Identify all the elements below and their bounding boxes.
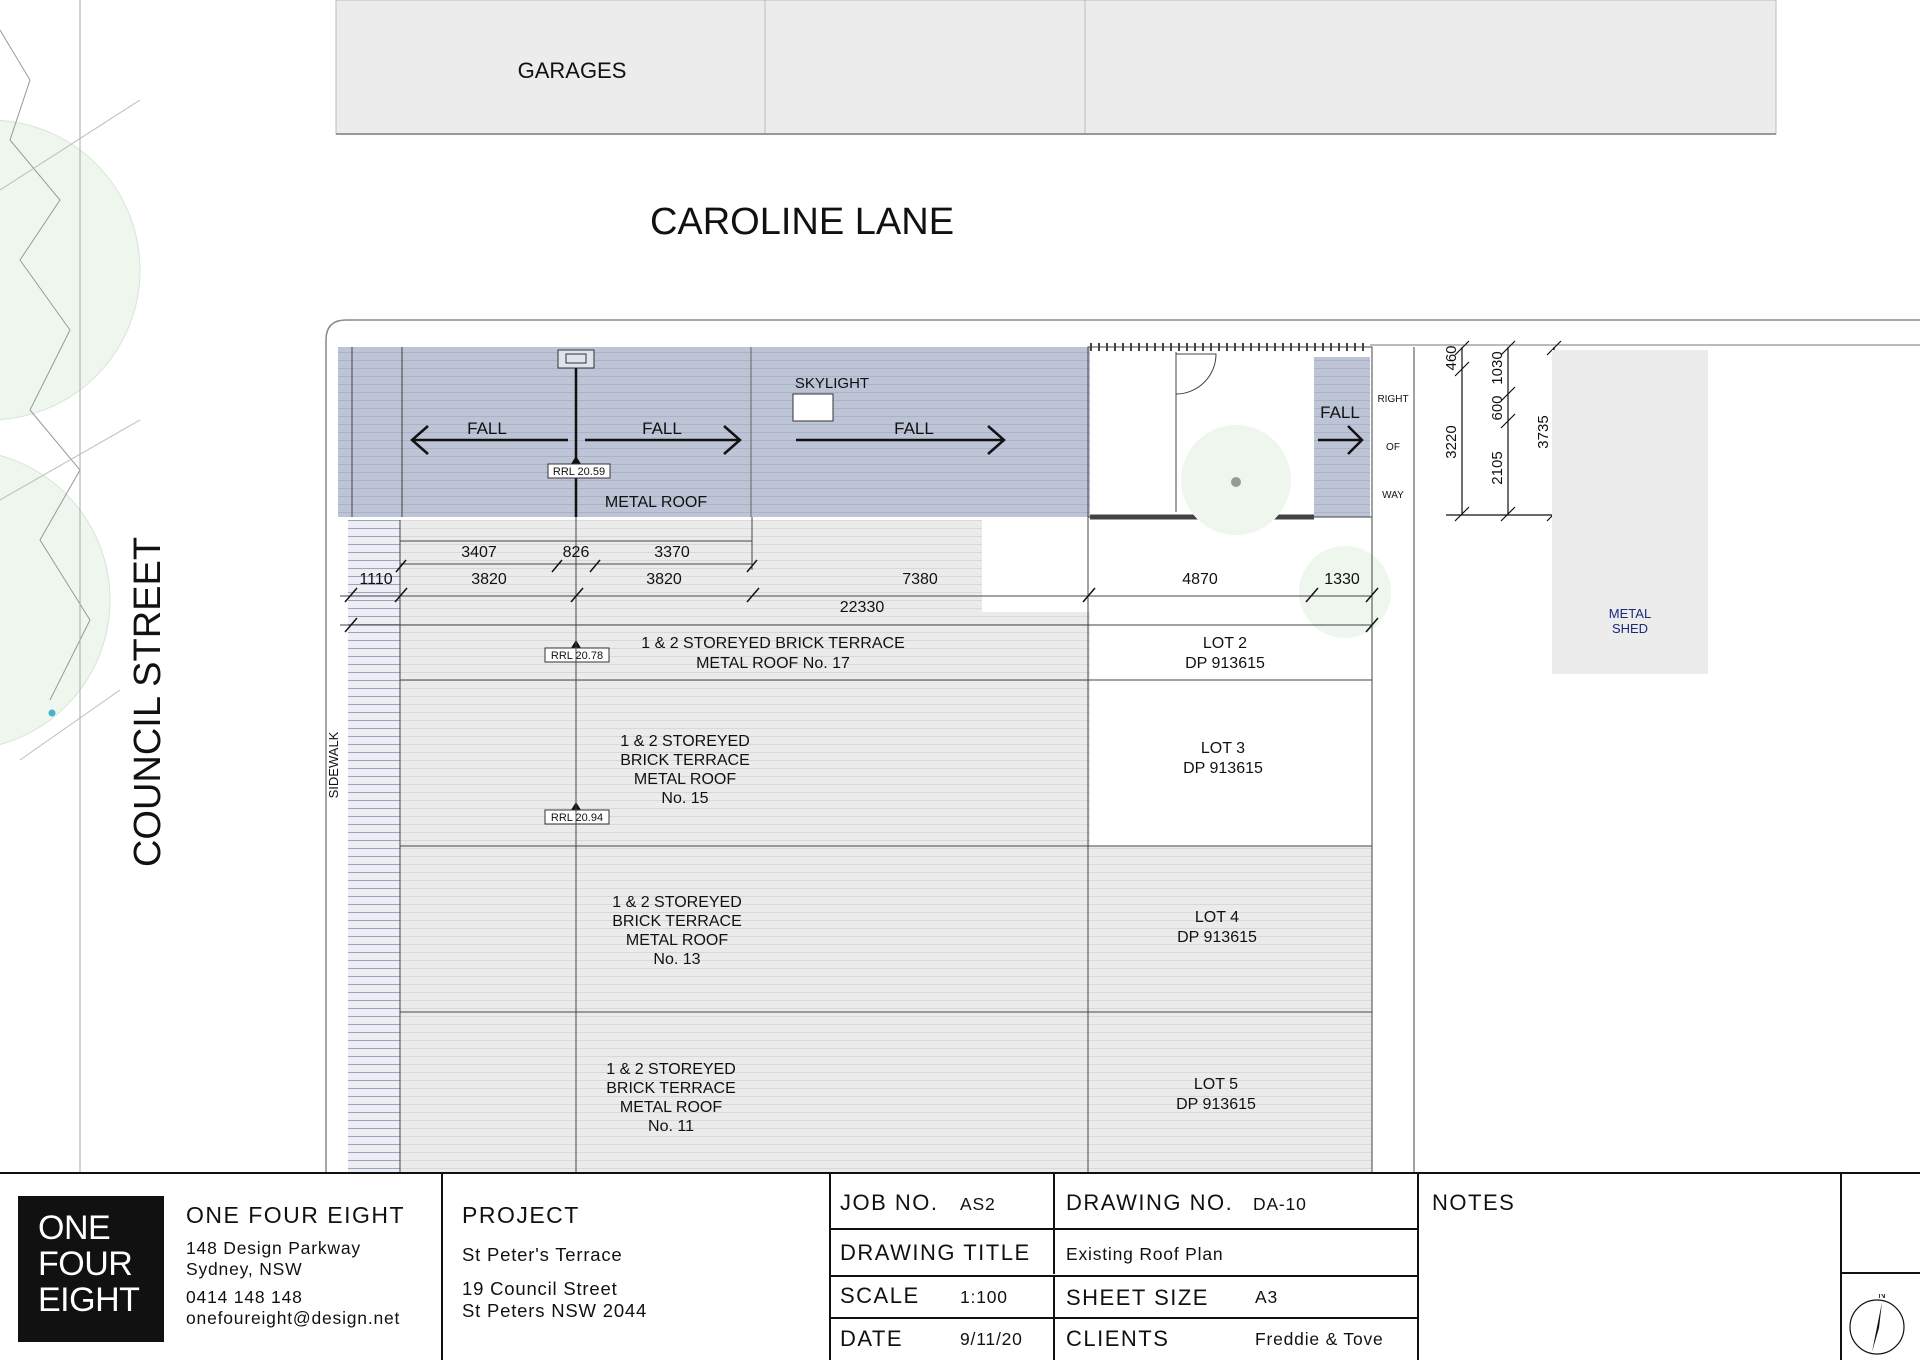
dim-7380: 7380 xyxy=(902,571,938,588)
lane-label: CAROLINE LANE xyxy=(650,201,954,243)
metal-roof-label: METAL ROOF xyxy=(605,494,707,511)
rrl-tag-2: RRL 20.78 xyxy=(551,650,603,662)
fall-label-4: FALL xyxy=(1320,403,1360,422)
terrace-15-line-2: BRICK TERRACE xyxy=(620,752,750,769)
site-roof-plan: GARAGES CAROLINE LANE COUNCIL STREET SID… xyxy=(0,0,1920,1172)
dim-1030: 1030 xyxy=(1489,351,1506,384)
terrace-13-line-3: METAL ROOF xyxy=(626,932,728,949)
drawing-no: DA-10 xyxy=(1253,1194,1307,1214)
dim-3735: 3735 xyxy=(1535,415,1552,448)
drawing-title: Existing Roof Plan xyxy=(1066,1244,1224,1264)
sheet-size-label: SHEET SIZE xyxy=(1066,1285,1209,1310)
firm-name: ONE FOUR EIGHT xyxy=(186,1202,406,1228)
dim-2105: 2105 xyxy=(1489,451,1506,484)
dim-3220: 3220 xyxy=(1443,425,1460,458)
title-block: ONE FOUR EIGHT ONE FOUR EIGHT 148 Design… xyxy=(0,1172,1920,1360)
project-address-1: 19 Council Street xyxy=(462,1278,618,1299)
drawing-no-label: DRAWING NO. xyxy=(1066,1190,1234,1215)
metal-shed-label-1: METAL xyxy=(1609,606,1651,621)
logo-line-3: EIGHT xyxy=(38,1281,140,1319)
terrace-15-line-1: 1 & 2 STOREYED xyxy=(620,733,750,750)
job-no: AS2 xyxy=(960,1194,996,1214)
terrace-15-line-4: No. 15 xyxy=(661,790,708,807)
sidewalk-label: SIDEWALK xyxy=(326,731,341,798)
firm-email: onefoureight@design.net xyxy=(186,1308,401,1328)
firm-address-1: 148 Design Parkway xyxy=(186,1238,361,1258)
terrace-11-line-2: BRICK TERRACE xyxy=(606,1080,736,1097)
lot-3-dp: DP 913615 xyxy=(1183,760,1263,777)
right-of-way-2: OF xyxy=(1386,442,1400,453)
project-name: St Peter's Terrace xyxy=(462,1244,623,1265)
fall-arrows xyxy=(410,425,1364,455)
job-no-label: JOB NO. xyxy=(840,1190,939,1215)
terrace-17-line-1: 1 & 2 STOREYED BRICK TERRACE xyxy=(641,635,904,652)
tree-canopy xyxy=(0,29,141,761)
garages-label: GARAGES xyxy=(518,58,627,83)
terrace-11-line-1: 1 & 2 STOREYED xyxy=(606,1061,736,1078)
dim-460: 460 xyxy=(1443,345,1460,370)
garages-block: GARAGES xyxy=(335,0,1777,135)
dim-22330: 22330 xyxy=(840,599,885,616)
firm-phone: 0414 148 148 xyxy=(186,1287,303,1307)
scale-value: 1:100 xyxy=(960,1287,1008,1307)
terrace-13-line-2: BRICK TERRACE xyxy=(612,913,742,930)
lot-4-dp: DP 913615 xyxy=(1177,929,1257,946)
terrace-11-line-3: METAL ROOF xyxy=(620,1099,722,1116)
lot-3-label: LOT 3 xyxy=(1201,740,1245,757)
firm-logo: ONE FOUR EIGHT xyxy=(18,1196,164,1342)
terrace-15-line-3: METAL ROOF xyxy=(634,771,736,788)
scale-label: SCALE xyxy=(840,1283,920,1308)
firm-address-2: Sydney, NSW xyxy=(186,1259,303,1279)
blue-metal-roof xyxy=(338,343,1391,638)
north-label: N xyxy=(1878,1294,1885,1301)
sidewalk xyxy=(348,520,400,1172)
terrace-13-line-1: 1 & 2 STOREYED xyxy=(612,894,742,911)
fall-label-3: FALL xyxy=(894,419,934,438)
terrace-13-line-4: No. 13 xyxy=(653,951,700,968)
rrl-tag-1: RRL 20.59 xyxy=(553,466,605,478)
clients-value: Freddie & Tove xyxy=(1255,1329,1384,1349)
lot-5-label: LOT 5 xyxy=(1194,1076,1238,1093)
dim-1110: 1110 xyxy=(359,571,392,588)
dim-3407: 3407 xyxy=(461,544,497,561)
metal-shed xyxy=(1552,350,1708,674)
metal-shed-label-2: SHED xyxy=(1612,621,1648,636)
north-arrow-icon: N xyxy=(1849,1294,1905,1355)
dim-3820-a: 3820 xyxy=(471,571,507,588)
fall-label-2: FALL xyxy=(642,419,682,438)
lot-5-dp: DP 913615 xyxy=(1176,1096,1256,1113)
logo-line-1: ONE xyxy=(38,1209,111,1247)
lot-4-label: LOT 4 xyxy=(1195,909,1239,926)
street-label: COUNCIL STREET xyxy=(127,537,169,867)
dimensions: 3407 826 3370 1110 3820 3820 7380 4870 1… xyxy=(359,544,1360,616)
project-address-2: St Peters NSW 2044 xyxy=(462,1300,648,1321)
project-label: PROJECT xyxy=(462,1202,580,1228)
lot-2-label: LOT 2 xyxy=(1203,635,1247,652)
terrace-17-line-2: METAL ROOF No. 17 xyxy=(696,655,850,672)
date-value: 9/11/20 xyxy=(960,1329,1023,1349)
notes-label: NOTES xyxy=(1432,1190,1516,1215)
dim-3820-b: 3820 xyxy=(646,571,682,588)
right-of-way-1: RIGHT xyxy=(1377,394,1408,405)
dim-1330: 1330 xyxy=(1324,571,1360,588)
right-of-way-3: WAY xyxy=(1382,490,1404,501)
date-label: DATE xyxy=(840,1326,904,1351)
skylight xyxy=(792,393,834,422)
terrace-11-line-4: No. 11 xyxy=(648,1118,694,1135)
clients-label: CLIENTS xyxy=(1066,1326,1170,1351)
dim-826: 826 xyxy=(563,544,590,561)
rrl-tag-3: RRL 20.94 xyxy=(551,812,603,824)
dim-600: 600 xyxy=(1489,395,1506,420)
dim-4870: 4870 xyxy=(1182,571,1218,588)
terrace-labels: 1 & 2 STOREYED BRICK TERRACE METAL ROOF … xyxy=(606,635,1265,1135)
fall-label-1: FALL xyxy=(467,419,507,438)
lot-2-dp: DP 913615 xyxy=(1185,655,1265,672)
vertical-dimensions: 460 1030 600 3220 2105 3735 xyxy=(1443,345,1552,484)
dim-3370: 3370 xyxy=(654,544,690,561)
rrl-tags: RRL 20.59 RRL 20.78 RRL 20.94 xyxy=(544,456,611,825)
skylight-label: SKYLIGHT xyxy=(795,375,869,392)
sheet-size: A3 xyxy=(1255,1287,1279,1307)
drawing-title-label: DRAWING TITLE xyxy=(840,1240,1031,1265)
logo-line-2: FOUR xyxy=(38,1245,133,1283)
